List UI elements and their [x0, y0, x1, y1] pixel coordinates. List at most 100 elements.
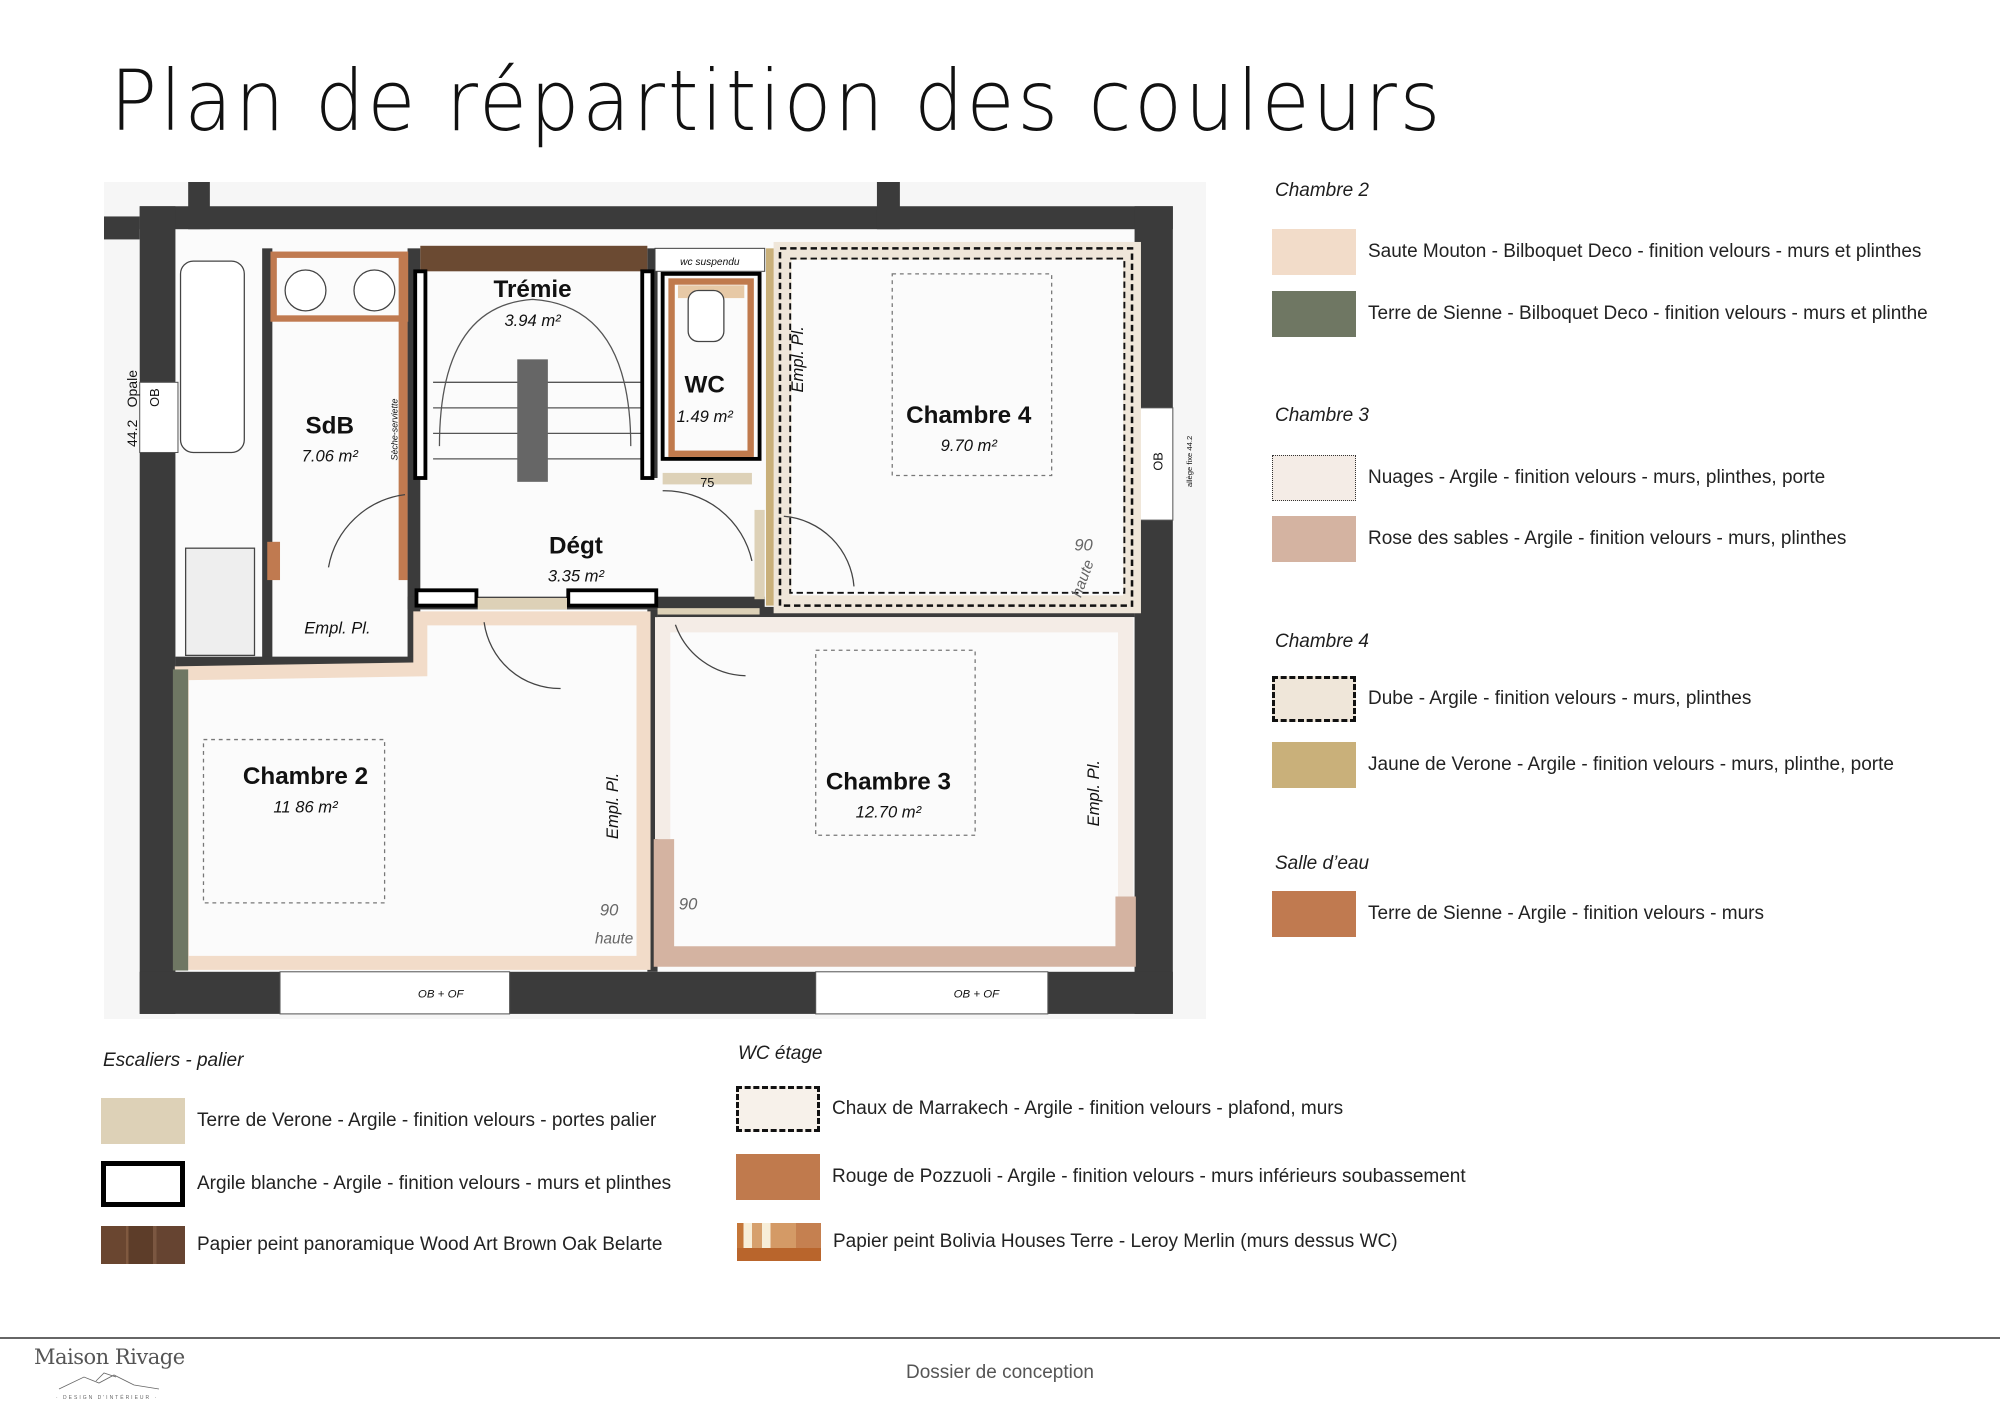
sdb-color-small	[267, 541, 281, 581]
chambre2-terre-de-sienne-wall	[172, 669, 189, 971]
wc-outline	[660, 271, 762, 461]
handwritten-haute-c2: haute	[595, 931, 633, 948]
window-label-chambre3: OB + OF	[954, 988, 1001, 1000]
legend-item: Nuages - Argile - finition velours - mur…	[1272, 455, 1825, 501]
opale-label: Opale	[124, 370, 140, 408]
room-area-degt: 3.35 m²	[548, 566, 605, 585]
door-swings	[327, 490, 855, 690]
window-label-right: OB	[1151, 452, 1166, 470]
legend-label: Terre de Verone - Argile - finition velo…	[197, 1110, 657, 1131]
color-swatch	[1272, 676, 1356, 722]
wood-wallpaper-swatch	[101, 1226, 185, 1264]
sdb-color-wall	[398, 252, 408, 581]
handwritten-90-c2: 90	[600, 901, 619, 920]
room-name-wc: WC	[685, 372, 725, 399]
shower	[184, 547, 256, 657]
room-name-sdb: SdB	[306, 412, 354, 439]
dimension-label: 44.2	[124, 420, 140, 447]
legend-heading-escaliers: Escaliers - palier	[103, 1050, 244, 1071]
allege-label: allège fixe 44.2	[1185, 436, 1194, 487]
sink-1	[284, 269, 327, 312]
empl-pl-chambre2: Empl. Pl.	[603, 773, 622, 839]
legend-heading-chambre3: Chambre 3	[1275, 405, 1369, 426]
chambre3-bed	[815, 649, 976, 836]
legend-heading-chambre4: Chambre 4	[1275, 631, 1369, 652]
color-swatch	[1272, 516, 1356, 562]
room-area-tremie: 3.94 m²	[504, 311, 561, 330]
page-title: Plan de répartition des couleurs	[110, 52, 1444, 150]
legend-item: Rose des sables - Argile - finition velo…	[1272, 516, 1846, 562]
color-swatch	[736, 1086, 820, 1132]
argile-blanche-walls	[413, 269, 659, 608]
color-swatch	[1272, 291, 1356, 337]
door-width-label: 75	[700, 475, 714, 490]
wc-pozzuoli	[668, 278, 754, 457]
color-swatch	[1272, 455, 1356, 501]
window-label-chambre2: OB + OF	[418, 988, 465, 1000]
handwritten-90-c4: 90	[1074, 536, 1093, 555]
legend-item: Papier peint Bolivia Houses Terre - Lero…	[737, 1219, 1398, 1265]
wc-suspendu-box	[654, 247, 766, 272]
floor-plan: Trémie 3.94 m² WC 1.49 m² SdB 7.06 m² Dé…	[104, 182, 1206, 1019]
window-label-left: OB	[147, 388, 162, 406]
bolivia-wallpaper-swatch	[737, 1223, 821, 1261]
legend-item: Papier peint panoramique Wood Art Brown …	[101, 1222, 662, 1268]
stair-core	[517, 359, 548, 482]
empl-pl-sdb: Empl. Pl.	[304, 619, 370, 638]
sink-2	[353, 269, 396, 312]
legend-item: Jaune de Verone - Argile - finition velo…	[1272, 742, 1894, 788]
legend-item: Rouge de Pozzuoli - Argile - finition ve…	[736, 1154, 1466, 1200]
room-name-chambre3: Chambre 3	[826, 768, 951, 795]
room-name-degt: Dégt	[549, 532, 603, 559]
room-area-chambre4: 9.70 m²	[941, 436, 998, 455]
room-name-tremie: Trémie	[494, 276, 572, 303]
handwritten-90-c3: 90	[679, 894, 698, 913]
window-left	[139, 381, 179, 454]
legend-item: Terre de Sienne - Bilboquet Deco - finit…	[1272, 291, 1928, 337]
room-area-chambre2: 11 86 m²	[273, 797, 338, 816]
legend-heading-wc-etage: WC étage	[738, 1043, 823, 1064]
legend-item: Terre de Sienne - Argile - finition velo…	[1272, 891, 1764, 937]
color-swatch	[736, 1154, 820, 1200]
chambre3-nuages	[655, 617, 1134, 900]
room-name-chambre4: Chambre 4	[906, 402, 1032, 429]
color-swatch	[1272, 891, 1356, 937]
wc-suspendu-label: wc suspendu	[680, 257, 740, 268]
empl-pl-chambre4: Empl. Pl.	[788, 326, 807, 392]
chambre4-bed	[891, 273, 1053, 477]
bathtub	[179, 260, 245, 454]
legend-label: Jaune de Verone - Argile - finition velo…	[1368, 754, 1894, 775]
color-swatch	[1272, 742, 1356, 788]
legend-item: Argile blanche - Argile - finition velou…	[101, 1161, 671, 1207]
legend-item: Saute Mouton - Bilboquet Deco - finition…	[1272, 229, 1921, 275]
legend-label: Argile blanche - Argile - finition velou…	[197, 1173, 672, 1194]
logo: Maison Rivage · DESIGN D'INTÉRIEUR ·	[34, 1343, 185, 1405]
legend-label: Papier peint Bolivia Houses Terre - Lero…	[833, 1231, 1398, 1252]
wood-wallpaper-band	[420, 245, 648, 272]
mountain-logo-icon	[58, 1372, 160, 1390]
legend-label: Saute Mouton - Bilboquet Deco - finition…	[1368, 241, 1922, 262]
legend-label: Nuages - Argile - finition velours - mur…	[1368, 467, 1826, 488]
empl-pl-chambre3: Empl. Pl.	[1084, 760, 1103, 826]
legend-item: Chaux de Marrakech - Argile - finition v…	[736, 1086, 1343, 1132]
legend-item: Terre de Verone - Argile - finition velo…	[101, 1098, 656, 1144]
legend-label: Rose des sables - Argile - finition velo…	[1368, 528, 1847, 549]
room-area-chambre3: 12.70 m²	[856, 802, 922, 821]
legend-label: Chaux de Marrakech - Argile - finition v…	[832, 1098, 1344, 1119]
color-swatch	[1272, 229, 1356, 275]
legend-heading-chambre2: Chambre 2	[1275, 180, 1369, 201]
terre-de-verone-doors	[477, 472, 765, 615]
seche-serviette-label: Sèche-serviette	[389, 399, 399, 461]
logo-name: Maison Rivage	[34, 1345, 185, 1369]
window-chambre2	[279, 971, 511, 1015]
legend-label: Rouge de Pozzuoli - Argile - finition ve…	[832, 1166, 1466, 1187]
logo-subtitle: · DESIGN D'INTÉRIEUR ·	[56, 1395, 159, 1401]
toilet	[687, 289, 725, 343]
room-area-sdb: 7.06 m²	[302, 446, 359, 465]
window-chambre3	[815, 971, 1049, 1015]
legend-item: Dube - Argile - finition velours - murs,…	[1272, 676, 1751, 722]
legend-label: Terre de Sienne - Argile - finition velo…	[1368, 903, 1764, 924]
chambre3-rose-des-sables	[653, 839, 1136, 967]
legend-label: Papier peint panoramique Wood Art Brown …	[197, 1234, 663, 1255]
chambre2-bed	[202, 738, 386, 904]
